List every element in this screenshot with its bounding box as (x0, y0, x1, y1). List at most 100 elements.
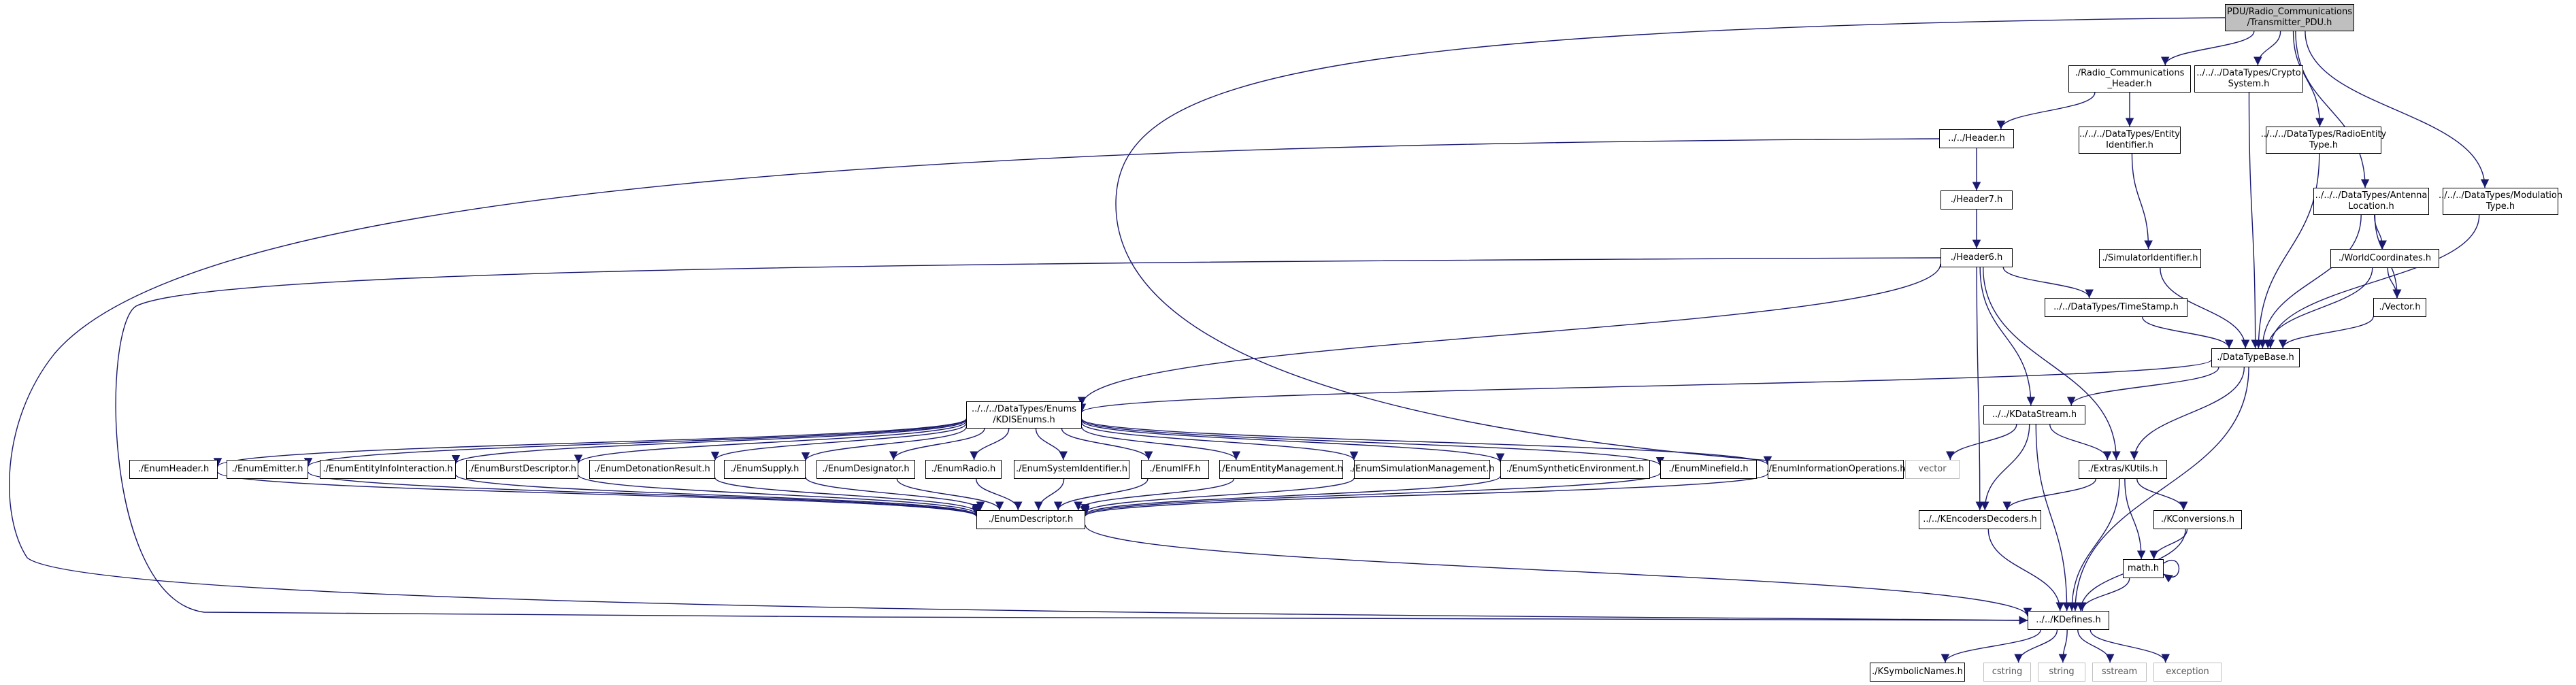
node-enuminfoops[interactable]: ./EnumInformationOperations.h (1766, 460, 1905, 479)
node-label: _Header.h (2107, 79, 2152, 89)
edge-enumminefield-to-enumdescriptor (1081, 472, 1661, 516)
edge-worldcoord-to-vector_h (2387, 267, 2402, 299)
edge-root-to-modulation (2305, 31, 2490, 188)
node-label: ../../../DataTypes/Crypto (2196, 68, 2301, 78)
node-label: ./EnumSimulationManagement.h (1349, 464, 1495, 474)
node-label: ./SimulatorIdentifier.h (2102, 253, 2198, 263)
node-enumradio[interactable]: ./EnumRadio.h (925, 460, 1002, 479)
node-enumsynth[interactable]: ./EnumSyntheticEnvironment.h (1500, 460, 1650, 479)
node-kencoders[interactable]: ../../KEncodersDecoders.h (1919, 510, 2041, 529)
edge-root-to-rch (2160, 31, 2255, 66)
node-kdefines[interactable]: ../../KDefines.h (2028, 611, 2109, 630)
node-vector_h[interactable]: ./Vector.h (2373, 298, 2426, 317)
node-enumemitter[interactable]: ./EnumEmitter.h (227, 460, 308, 479)
node-enumminefield[interactable]: ./EnumMinefield.h (1660, 460, 1757, 479)
edge-kdisenums-to-enumiff (1061, 428, 1153, 461)
node-worldcoord[interactable]: ./WorldCoordinates.h (2330, 249, 2439, 268)
node-label: ./EnumBurstDescriptor.h (468, 464, 576, 474)
node-label: ./EnumDetonationResult.h (594, 464, 710, 474)
node-label: ../../KDefines.h (2036, 615, 2101, 625)
edge-entityid-to-simid (2131, 153, 2153, 250)
node-datatypebase[interactable]: ./DataTypeBase.h (2211, 348, 2300, 367)
node-simid[interactable]: ./SimulatorIdentifier.h (2099, 249, 2201, 268)
node-label: ./EnumEntityManagement.h (1219, 464, 1343, 474)
edge-enumsynth-to-enumdescriptor (1080, 475, 1501, 516)
node-label: Type.h (2309, 140, 2339, 150)
node-label: ./EnumSystemIdentifier.h (1015, 464, 1128, 474)
node-enumentitymgmt[interactable]: ./EnumEntityManagement.h (1219, 460, 1343, 479)
edge-enumdescriptor-to-kdefines (1085, 524, 2032, 617)
edge-kdefines-to-sstream (2077, 629, 2115, 663)
edge-enumdetonation-to-enumdescriptor (714, 477, 981, 513)
node-timestamp[interactable]: ../../DataTypes/TimeStamp.h (2045, 298, 2187, 317)
edge-kdisenums-to-enumheader (214, 418, 967, 467)
node-enumdescriptor[interactable]: ./EnumDescriptor.h (976, 510, 1085, 529)
node-enumdesignator[interactable]: ./EnumDesignator.h (816, 460, 915, 479)
node-enumsimmgmt[interactable]: ./EnumSimulationManagement.h (1349, 460, 1495, 479)
edge-header6-to-kencoders (1975, 267, 1985, 511)
edge-root-to-vector_sys (1115, 17, 2226, 473)
edge-header6-to-kdisenums (1077, 263, 1941, 405)
node-label: Location.h (2348, 201, 2394, 212)
node-label: ../../KEncodersDecoders.h (1923, 514, 2037, 524)
node-math[interactable]: math.h (2123, 559, 2164, 578)
edge-enumsimmgmt-to-enumdescriptor (1080, 478, 1355, 514)
node-enumheader[interactable]: ./EnumHeader.h (129, 460, 218, 479)
edge-antenna-to-worldcoord (2374, 214, 2387, 250)
node-label: ../../Header.h (1948, 133, 2005, 144)
node-label: ./EnumHeader.h (137, 464, 210, 474)
node-label: ./EnumSyntheticEnvironment.h (1506, 464, 1645, 474)
node-label: math.h (2127, 563, 2160, 573)
node-rch[interactable]: ./Radio_Communications_Header.h (2068, 65, 2191, 93)
node-label: vector (1918, 464, 1947, 474)
node-header[interactable]: ../../Header.h (1939, 129, 2014, 148)
edge-kutils-to-kdefines (2067, 478, 2120, 612)
node-label: ../../../DataTypes/Enums (971, 404, 1077, 414)
node-label: /Transmitter_PDU.h (2247, 18, 2332, 28)
node-kdisenums[interactable]: ../../../DataTypes/Enums/KDISEnums.h (966, 401, 1082, 429)
edge-kutils-to-math (2124, 478, 2146, 560)
edge-crypto-to-datatypebase (2248, 92, 2260, 349)
node-enumburst[interactable]: ./EnumBurstDescriptor.h (466, 460, 578, 479)
edge-enumheader-to-enumdescriptor (217, 471, 980, 517)
edge-kutils-to-kconversions (2136, 478, 2188, 511)
node-enumsupply[interactable]: ./EnumSupply.h (724, 460, 806, 479)
edge-radioent-to-datatypebase (2254, 153, 2320, 349)
node-label: ./Extras/KUtils.h (2087, 464, 2158, 474)
edge-antenna-to-datatypebase (2258, 214, 2362, 349)
node-label: ./EnumRadio.h (931, 464, 996, 474)
node-header7[interactable]: ./Header7.h (1941, 190, 2013, 210)
node-label: ./EnumEntityInfoInteraction.h (323, 464, 453, 474)
edge-timestamp-to-datatypebase (2142, 316, 2234, 349)
node-label: ../../DataTypes/TimeStamp.h (2053, 302, 2179, 312)
edge-kdisenums-to-enumminefield (1081, 419, 1664, 466)
node-enumentityinfo[interactable]: ./EnumEntityInfoInteraction.h (320, 460, 456, 479)
node-header6[interactable]: ./Header6.h (1941, 248, 2013, 267)
edge-root-to-crypto (2253, 31, 2281, 66)
edge-simid-to-datatypebase (2160, 267, 2250, 349)
node-enumiff[interactable]: ./EnumIFF.h (1141, 460, 1209, 479)
node-label: ../../../DataTypes/Antenna (2315, 190, 2428, 201)
node-kconversions[interactable]: ./KConversions.h (2153, 510, 2242, 529)
edge-header-to-kdefines (9, 138, 2028, 625)
node-ksymbolic[interactable]: ./KSymbolicNames.h (1870, 663, 1965, 682)
node-enumsysid[interactable]: ./EnumSystemIdentifier.h (1014, 460, 1129, 479)
node-root: PDU/Radio_Communications/Transmitter_PDU… (2225, 4, 2354, 31)
edge-enumentityinfo-to-enumdescriptor (455, 474, 980, 516)
node-kdatastream[interactable]: ../../KDataStream.h (1983, 405, 2085, 424)
node-label: ./Radio_Communications (2075, 68, 2185, 78)
node-enumdetonation[interactable]: ./EnumDetonationResult.h (589, 460, 715, 479)
edge-kdatastream-to-kutils (2049, 424, 2112, 461)
edge-enumiff-to-enumdescriptor (1053, 478, 1149, 511)
node-kutils[interactable]: ./Extras/KUtils.h (2079, 460, 2167, 479)
node-label: /KDISEnums.h (993, 415, 1055, 425)
node-label: ../../KDataStream.h (1992, 410, 2077, 420)
edge-enuminfoops-to-enumdescriptor (1081, 473, 1768, 517)
edge-kdisenums-to-enuminfoops (1081, 418, 1772, 465)
